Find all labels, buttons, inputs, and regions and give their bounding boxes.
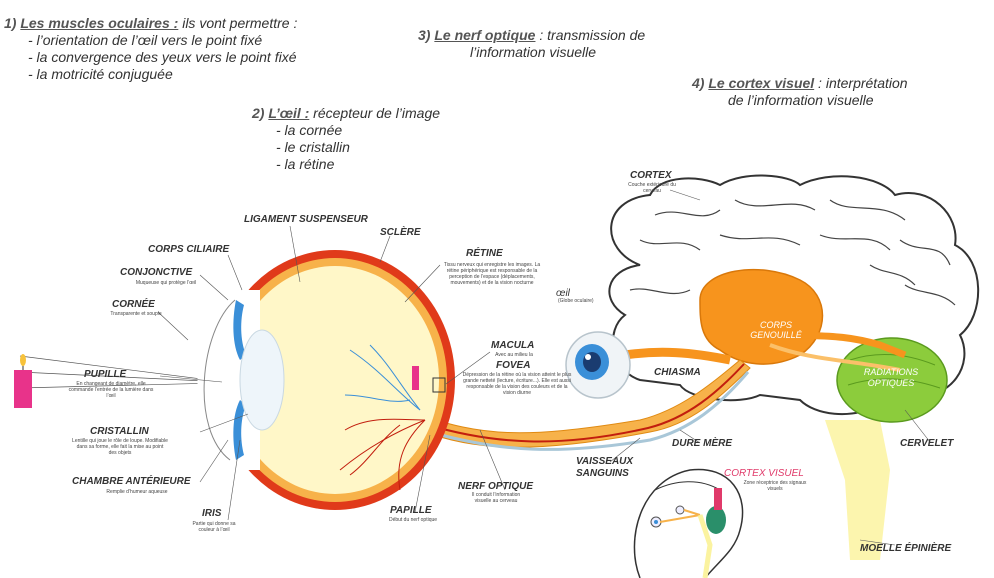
heading-oeil-title: L’œil : bbox=[268, 105, 310, 121]
dure-mere-band bbox=[429, 371, 750, 451]
heading-muscles-number: 1) bbox=[4, 15, 17, 31]
label-nerf-sub: Il conduit l’information visuelle au cer… bbox=[471, 492, 521, 504]
label-fovea: FOVEA bbox=[496, 360, 531, 371]
label-papille: PAPILLE bbox=[390, 505, 432, 516]
label-chiasma: CHIASMA bbox=[654, 367, 701, 378]
label-corps-genouille: CORPS GENOUILLÉ bbox=[750, 320, 802, 340]
lens-shape bbox=[239, 329, 285, 431]
heading-oeil: 2) L’œil : récepteur de l’image - la cor… bbox=[252, 105, 440, 173]
cerebellum bbox=[836, 337, 948, 423]
blood-vessel-line bbox=[424, 363, 745, 443]
small-eyeball bbox=[565, 331, 631, 399]
heading-oeil-rest: récepteur de l’image bbox=[309, 105, 441, 121]
heading-oeil-item: - le cristallin bbox=[276, 139, 350, 155]
heading-muscles-item: - la convergence des yeux vers le point … bbox=[28, 49, 297, 65]
heading-cortex-number: 4) bbox=[692, 75, 705, 91]
label-chambre-sub: Remplie d’humeur aqueuse bbox=[106, 489, 168, 495]
corps-genouille bbox=[699, 268, 824, 365]
heading-nerf-title: Le nerf optique bbox=[434, 27, 536, 43]
label-dure-mere: DURE MÈRE bbox=[672, 438, 733, 449]
label-ligament-suspenseur: LIGAMENT SUSPENSEUR bbox=[244, 214, 368, 225]
label-corps-ciliaire: CORPS CILIAIRE bbox=[148, 244, 230, 255]
label-papille-sub: Début du nerf optique bbox=[388, 517, 438, 523]
cornea-shape bbox=[203, 299, 236, 461]
label-chambre-anterieure: CHAMBRE ANTÉRIEURE bbox=[72, 476, 191, 487]
label-fovea-sub: Dépression de la rétine où la vision att… bbox=[462, 372, 572, 396]
heading-nerf-line2: l’information visuelle bbox=[470, 44, 597, 60]
heading-cortex-line2: de l’information visuelle bbox=[728, 92, 874, 108]
label-retine: RÉTINE bbox=[466, 248, 503, 259]
label-cervelet: CERVELET bbox=[900, 438, 954, 449]
label-cortex-visuel-sub: Zone réceptrice des signaux visuels bbox=[743, 480, 807, 492]
label-pupille: PUPILLE bbox=[84, 369, 127, 380]
heading-oeil-item: - la cornée bbox=[276, 122, 343, 138]
label-cortex-visuel: CORTEX VISUEL bbox=[724, 468, 804, 479]
label-sanguins: SANGUINS bbox=[576, 468, 629, 479]
label-conjonctive-sub: Muqueuse qui protège l’œil bbox=[135, 280, 197, 286]
heading-nerf: 3) Le nerf optique : transmission de l’i… bbox=[418, 27, 645, 61]
heading-cortex-title: Le cortex visuel bbox=[708, 75, 815, 91]
label-pupille-sub: En changeant de diamètre, elle commande … bbox=[68, 381, 154, 399]
label-vaisseaux: VAISSEAUX bbox=[576, 456, 634, 467]
small-head-icon bbox=[633, 468, 744, 578]
label-retine-sub: Tissu nerveux qui enregistre les images.… bbox=[443, 262, 541, 286]
heading-oeil-item: - la rétine bbox=[276, 156, 335, 172]
radiations-optiques bbox=[759, 326, 907, 359]
eye-cross-section bbox=[197, 250, 455, 510]
label-iris: IRIS bbox=[202, 508, 222, 519]
label-moelle-epiniere: MOELLE ÉPINIÈRE bbox=[860, 543, 952, 554]
heading-muscles-item: - la motricité conjuguée bbox=[28, 66, 173, 82]
leader-lines bbox=[157, 189, 931, 546]
heading-muscles-item: - l’orientation de l’œil vers le point f… bbox=[28, 32, 263, 48]
label-oeil: œil bbox=[556, 288, 570, 299]
heading-muscles: 1) Les muscles oculaires : ils vont perm… bbox=[4, 15, 297, 83]
small-optic-nerve bbox=[624, 347, 731, 365]
heading-oeil-number: 2) bbox=[252, 105, 265, 121]
heading-nerf-number: 3) bbox=[418, 27, 431, 43]
label-macula-sub: Avec au milieu la bbox=[495, 352, 533, 358]
label-cristallin: CRISTALLIN bbox=[90, 426, 149, 437]
label-sclere: SCLÈRE bbox=[380, 227, 421, 238]
spinal-cord bbox=[825, 420, 890, 560]
heading-nerf-rest: : transmission de bbox=[535, 27, 646, 43]
label-oeil-sub: (Globe oculaire) bbox=[558, 298, 594, 304]
label-cristallin-sub: Lentille qui joue le rôle de loupe. Modi… bbox=[72, 438, 168, 456]
heading-cortex: 4) Le cortex visuel : interprétation de … bbox=[692, 75, 908, 109]
heading-cortex-rest: : interprétation bbox=[814, 75, 908, 91]
label-macula: MACULA bbox=[491, 340, 535, 351]
label-iris-sub: Partie qui donne sa couleur à l’œil bbox=[192, 521, 236, 533]
heading-muscles-title: Les muscles oculaires : bbox=[20, 15, 179, 31]
heading-muscles-rest: ils vont permettre : bbox=[178, 15, 298, 31]
label-radiations-optiques: RADIATIONS OPTIQUES bbox=[863, 367, 919, 388]
label-cortex-sub: Couche extérieure du cerveau bbox=[628, 182, 676, 194]
label-nerf-optique: NERF OPTIQUE bbox=[458, 481, 534, 492]
brain-folds bbox=[629, 199, 956, 306]
label-conjonctive: CONJONCTIVE bbox=[120, 267, 193, 278]
label-cornee-sub: Transparente et souple bbox=[110, 311, 162, 317]
candle-left-icon bbox=[14, 354, 32, 408]
label-cornee: CORNÉE bbox=[112, 299, 155, 310]
label-cortex: CORTEX bbox=[630, 170, 672, 181]
